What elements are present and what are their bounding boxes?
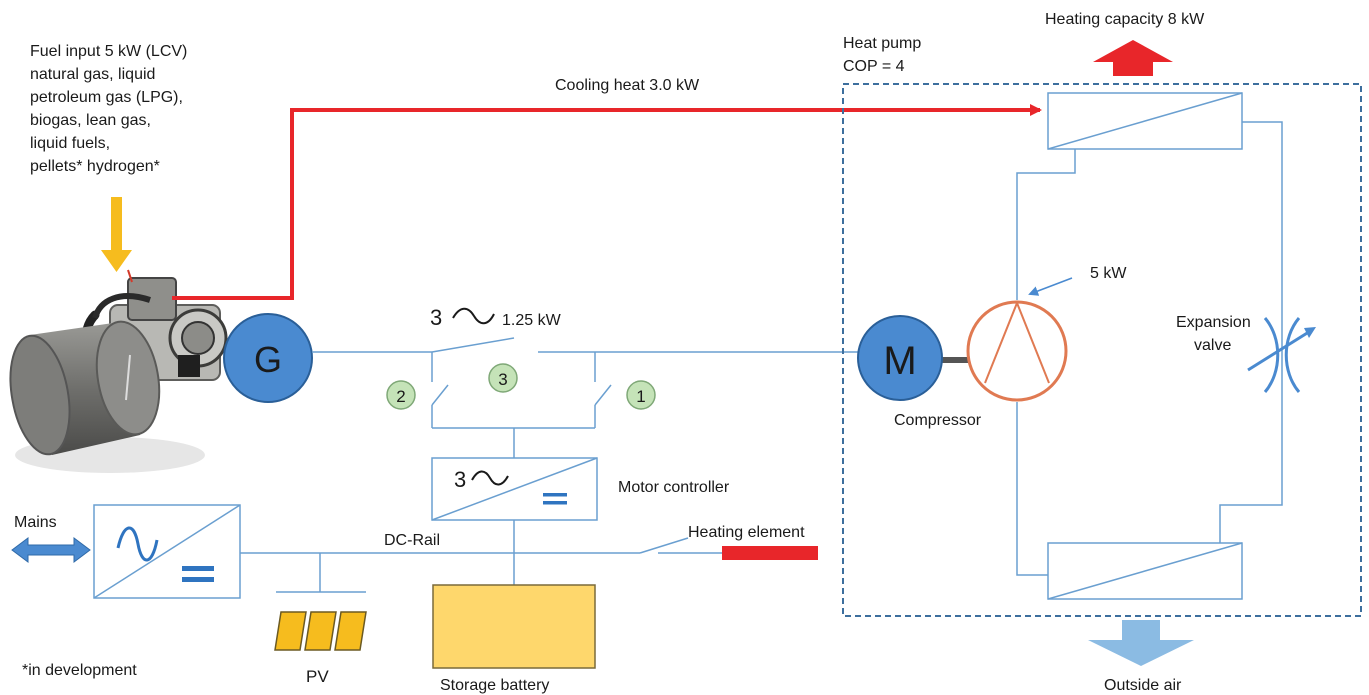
- fuel-line-3: petroleum gas (LPG),: [30, 89, 183, 106]
- motor-controller-symbol: 3: [454, 467, 466, 492]
- dc-equals-icon: [543, 493, 567, 497]
- fuel-input-text: Fuel input 5 kW (LCV) natural gas, liqui…: [30, 43, 187, 175]
- pv-panels: [274, 611, 367, 651]
- svg-text:2: 2: [396, 387, 405, 406]
- expansion-valve-label-1: Expansion: [1176, 314, 1251, 331]
- motor-letter: M: [883, 339, 916, 383]
- expansion-valve-label-2: valve: [1194, 337, 1231, 354]
- compressor-power-label: 5 kW: [1090, 265, 1127, 282]
- three-phase-label: 3 1.25 kW: [430, 305, 562, 330]
- fuel-line-6: pellets* hydrogen*: [30, 158, 160, 175]
- expansion-valve: [1247, 317, 1316, 393]
- generator: G: [223, 313, 313, 403]
- dc-rail-wiring: [240, 520, 722, 593]
- mains-arrow: [11, 537, 91, 563]
- three-phase-power: 1.25 kW: [502, 312, 562, 329]
- heating-capacity-label: Heating capacity 8 kW: [1045, 11, 1205, 28]
- three-phase-symbol: 3: [430, 305, 442, 330]
- mains-inverter: [93, 504, 241, 599]
- pv-label: PV: [306, 667, 329, 686]
- ac-wave-icon: [471, 470, 509, 486]
- motor-controller-label: Motor controller: [618, 479, 730, 496]
- svg-text:3: 3: [498, 370, 507, 389]
- heating-capacity-arrow: [1093, 40, 1173, 76]
- storage-battery: [432, 584, 596, 669]
- switch-number-1: 1: [626, 380, 656, 410]
- outside-air-arrow: [1088, 620, 1194, 666]
- storage-battery-label: Storage battery: [440, 677, 549, 694]
- compressor-motor: M: [857, 315, 943, 401]
- compressor: [938, 300, 1068, 402]
- engine-generator-image: [9, 269, 228, 473]
- heat-pump-cop: COP = 4: [843, 58, 905, 75]
- mains-label: Mains: [14, 514, 57, 531]
- heating-element-label: Heating element: [688, 524, 805, 541]
- ac-wiring: [312, 337, 858, 458]
- refrigerant-loop: [1016, 121, 1283, 576]
- cooling-heat-label: Cooling heat 3.0 kW: [555, 77, 700, 94]
- switch-number-2: 2: [386, 380, 416, 410]
- outside-air-label: Outside air: [1104, 677, 1182, 694]
- motor-controller: 3 Motor controller: [431, 457, 730, 521]
- condenser: [1047, 92, 1243, 150]
- fuel-line-5: liquid fuels,: [30, 135, 110, 152]
- fuel-line-4: biogas, lean gas,: [30, 112, 151, 129]
- dc-equals-icon: [182, 566, 214, 571]
- svg-text:1: 1: [636, 387, 645, 406]
- compressor-label: Compressor: [894, 412, 982, 429]
- generator-letter: G: [254, 339, 282, 380]
- ac-wave-icon: [452, 307, 495, 325]
- compressor-power-arrow: [1028, 277, 1073, 296]
- footnote: *in development: [22, 662, 137, 679]
- heat-pump-boundary: [842, 83, 1362, 617]
- fuel-line-2: natural gas, liquid: [30, 66, 155, 83]
- heat-pump-title: Heat pump: [843, 35, 921, 52]
- fuel-line-1: Fuel input 5 kW (LCV): [30, 43, 187, 60]
- cooling-heat-line: [172, 104, 1042, 300]
- evaporator: [1047, 542, 1243, 600]
- fuel-arrow: [101, 197, 132, 272]
- switch-number-3: 3: [488, 363, 518, 393]
- dc-rail-label: DC-Rail: [384, 532, 440, 549]
- heating-element: [722, 546, 818, 560]
- ac-sine-icon: [116, 526, 159, 562]
